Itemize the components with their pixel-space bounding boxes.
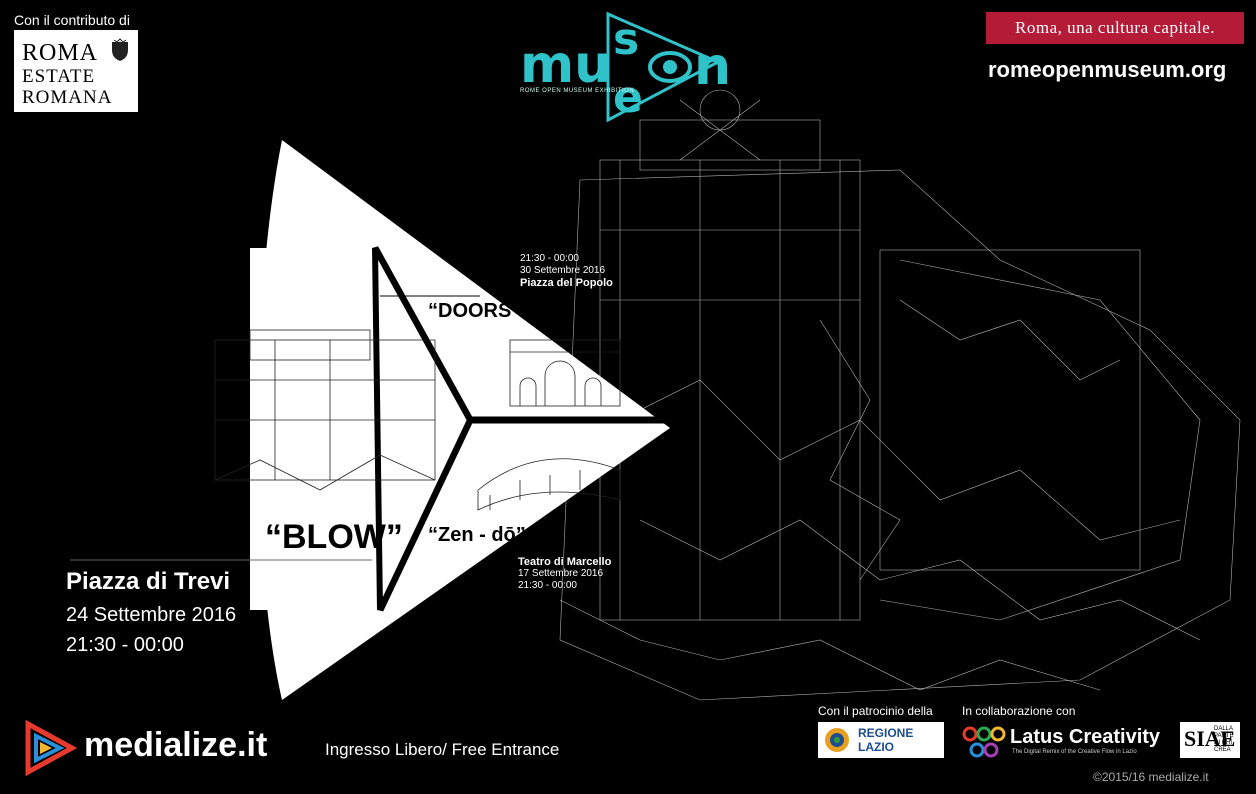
siae-small: DALLA PARTE DI CHI CREA [1214, 726, 1234, 753]
blow-title: “BLOW” [265, 518, 403, 556]
website-url[interactable]: romeopenmuseum.org [988, 57, 1227, 82]
roma-shield-icon [112, 38, 128, 61]
zen-date: 17 Settembre 2016 [518, 568, 604, 579]
svg-text:e: e [613, 72, 643, 122]
latus-circles-icon [962, 726, 1006, 758]
zen-title: “Zen - dō” [428, 524, 526, 546]
svg-text:n: n [694, 37, 731, 97]
latus-creativity-text: Latus Creativity [1010, 726, 1161, 748]
doors-info: 21:30 - 00:00 30 Settembre 2016 Piazza d… [520, 253, 613, 289]
museon-subtitle: ROME OPEN MUSEUM EXHIBITION [520, 88, 635, 94]
roma-estate-romana-logo: ROMA ESTATE ROMANA [14, 30, 138, 112]
doors-place: Piazza del Popolo [520, 277, 613, 289]
copyright: ©2015/16 medialize.it [1093, 770, 1209, 784]
museon-logo: mu s e n [520, 12, 731, 122]
theatre-drawing [477, 458, 621, 511]
zen-place: Teatro di Marcello [518, 556, 612, 568]
trevi-wireframe [559, 89, 1241, 701]
event-place: Piazza di Trevi [66, 568, 231, 595]
siae-big: SIAE [1184, 726, 1236, 751]
zen-time: 21:30 - 00:00 [518, 580, 577, 591]
svg-text:mu: mu [520, 35, 611, 95]
regione-line2: LAZIO [858, 740, 894, 754]
regione-lazio-icon [825, 728, 849, 752]
roma-cultura-banner: Roma, una cultura capitale. [986, 12, 1244, 44]
roma-logo-line2: ESTATE [22, 66, 96, 87]
blow-fountain-drawing [214, 329, 436, 491]
regione-lazio-text: REGIONE LAZIO [858, 726, 913, 754]
regione-line1: REGIONE [858, 726, 914, 740]
latus-subtitle: The Digital Remix of the Creative Flow i… [1012, 749, 1137, 755]
doors-title: “DOORS” [428, 300, 522, 322]
collab-label: In collaborazione con [962, 704, 1076, 718]
event-date: 24 Settembre 2016 [66, 604, 237, 626]
museon-eye-icon [648, 51, 692, 83]
doors-date: 30 Settembre 2016 [520, 265, 606, 276]
svg-text:s: s [613, 14, 639, 65]
medialize-play-icon [25, 720, 78, 776]
roma-logo-line3: ROMANA [22, 87, 113, 108]
contributor-label: Con il contributo di [14, 12, 130, 28]
patrocinio-label: Con il patrocinio della [818, 704, 933, 718]
entrance-label: Ingresso Libero/ Free Entrance [325, 740, 560, 759]
arch-drawing [509, 339, 621, 407]
zen-info: Teatro di Marcello 17 Settembre 2016 21:… [518, 556, 611, 592]
roma-logo-line1: ROMA [22, 40, 99, 66]
siae-logo: SIAE DALLA PARTE DI CHI CREA [1180, 722, 1240, 758]
regione-lazio-logo: REGIONE LAZIO [818, 722, 944, 758]
medialize-logo-text: medialize.it [84, 726, 268, 764]
event-time: 21:30 - 00:00 [66, 634, 184, 656]
doors-time: 21:30 - 00:00 [520, 253, 579, 264]
